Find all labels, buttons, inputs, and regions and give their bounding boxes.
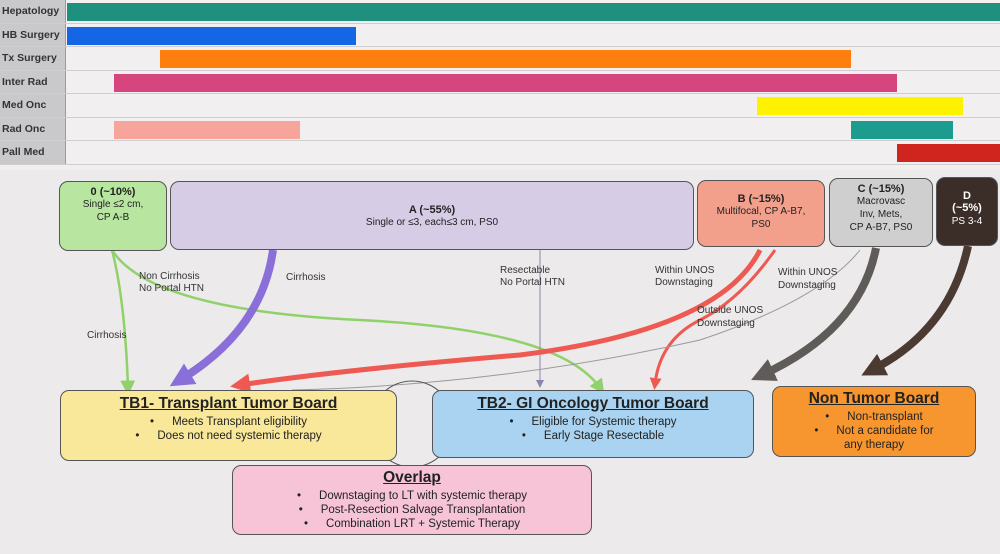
stage-c-desc-2: Inv, Mets,: [859, 209, 903, 220]
arrow-0-to-tb2: [110, 249, 605, 395]
arrow-c-to-non: [751, 247, 880, 381]
tb1-item: Does not need systemic therapy: [61, 429, 396, 443]
non-tumor-board: Non Tumor Board Non-transplant Not a can…: [772, 386, 976, 457]
label-non-cirrhosis: Non Cirrhosis: [139, 271, 200, 282]
label-cirrhosis-a: Cirrhosis: [286, 272, 326, 283]
timeline-row-label: HB Surgery: [0, 23, 66, 46]
stage-c-desc: Macrovasc: [856, 196, 906, 207]
tb2-item: Eligible for Systemic therapy: [433, 415, 753, 429]
arrow-d-to-non: [861, 245, 972, 376]
timeline-bar: [67, 26, 357, 45]
timeline-row: HB Surgery: [0, 23, 1000, 47]
stage-d-title: D: [963, 190, 971, 202]
timeline-row: Pall Med: [0, 141, 1000, 165]
tb1-title: TB1- Transplant Tumor Board: [119, 395, 338, 412]
non-item: Non-transplant: [773, 410, 975, 424]
stage-0-box: 0 (~10%) Single ≤2 cm, CP A-B: [59, 181, 167, 251]
timeline-row: Inter Rad: [0, 70, 1000, 94]
arrow-b-to-tb1: [230, 248, 763, 394]
overlap-list: Downstaging to LT with systemic therapy …: [233, 489, 591, 531]
timeline-row-label: Pall Med: [0, 141, 66, 164]
stage-d-box: D (~5%) PS 3-4: [936, 177, 998, 246]
overlap-title: Overlap: [383, 469, 441, 486]
non-item: any therapy: [843, 439, 905, 451]
stage-b-desc: Multifocal, CP A-B7,: [716, 206, 806, 217]
overlap-item: Downstaging to LT with systemic therapy: [233, 489, 591, 503]
timeline-bar: [757, 97, 963, 115]
stage-a-box: A (~55%) Single or ≤3, each≤3 cm, PS0: [170, 181, 694, 250]
stage-d-desc-2: PS 3-4: [951, 216, 983, 227]
label-resectable: Resectable: [500, 265, 551, 276]
timeline-bar: [897, 144, 1000, 162]
non-item: Not a candidate for: [773, 424, 975, 438]
label-outside-downstaging: Downstaging: [697, 318, 755, 329]
label-resectable-no-htn: No Portal HTN: [500, 277, 566, 288]
label-downstaging-c: Downstaging: [778, 280, 836, 291]
arrow-a-to-tb1: [169, 249, 277, 387]
tb2-list: Eligible for Systemic therapy Early Stag…: [433, 415, 753, 443]
overlap-item: Combination LRT + Systemic Therapy: [233, 517, 591, 531]
label-downstaging-b: Downstaging: [655, 277, 713, 288]
timeline-row: Med Onc: [0, 94, 1000, 118]
stage-0-title: 0 (~10%): [90, 186, 136, 198]
timeline-row-label: Rad Onc: [0, 117, 66, 140]
stage-c-title: C (~15%): [857, 183, 905, 195]
stage-b-desc-2: PS0: [751, 219, 771, 230]
stage-0-desc: Single ≤2 cm,: [82, 199, 144, 210]
timeline-row: Tx Surgery: [0, 47, 1000, 71]
tb1-item: Meets Transplant eligibility: [61, 415, 396, 429]
timeline-row-label: Tx Surgery: [0, 47, 66, 70]
timeline-row-label: Hepatology: [0, 0, 66, 23]
stage-0-desc-2: CP A-B: [96, 212, 130, 223]
label-cirrhosis-0: Cirrhosis: [87, 330, 127, 341]
timeline-row: Hepatology: [0, 0, 1000, 24]
tb2-gi-oncology-board: TB2- GI Oncology Tumor Board Eligible fo…: [432, 390, 754, 458]
label-no-portal-htn: No Portal HTN: [139, 283, 205, 294]
timeline-bar: [113, 73, 898, 92]
tb1-list: Meets Transplant eligibility Does not ne…: [61, 415, 396, 443]
timeline-row-label: Med Onc: [0, 94, 66, 117]
label-within-unos-b: Within UNOS: [655, 265, 715, 276]
overlap-box: Overlap Downstaging to LT with systemic …: [232, 465, 592, 535]
stage-c-box: C (~15%) Macrovasc Inv, Mets, CP A-B7, P…: [829, 178, 933, 247]
stage-b-title: B (~15%): [737, 193, 785, 205]
stage-a-desc: Single or ≤3, each≤3 cm, PS0: [365, 217, 499, 228]
timeline-bar: [113, 120, 301, 139]
label-outside-unos: Outside UNOS: [697, 305, 764, 316]
timeline-bar: [850, 120, 954, 139]
label-within-unos-c: Within UNOS: [778, 267, 838, 278]
stage-d-desc: (~5%): [952, 202, 982, 214]
stage-c-desc-3: CP A-B7, PS0: [849, 222, 913, 233]
timeline-bar: [67, 3, 1000, 21]
tb1-transplant-board: TB1- Transplant Tumor Board Meets Transp…: [60, 390, 397, 461]
stage-b-box: B (~15%) Multifocal, CP A-B7, PS0: [697, 180, 825, 247]
tb2-title: TB2- GI Oncology Tumor Board: [477, 395, 709, 412]
timeline-bar: [160, 50, 851, 68]
arrow-c-to-tb1: [291, 249, 861, 391]
non-title: Non Tumor Board: [808, 390, 940, 407]
non-list: Non-transplant Not a candidate for any t…: [773, 410, 975, 452]
arrow-0-to-tb1: [110, 249, 136, 396]
timeline-row-label: Inter Rad: [0, 70, 66, 93]
tb2-item: Early Stage Resectable: [433, 429, 753, 443]
stage-a-title: A (~55%): [408, 204, 456, 216]
timeline-row: Rad Onc: [0, 117, 1000, 141]
overlap-item: Post-Resection Salvage Transplantation: [233, 503, 591, 517]
arrow-b-to-tb2: [649, 249, 777, 390]
